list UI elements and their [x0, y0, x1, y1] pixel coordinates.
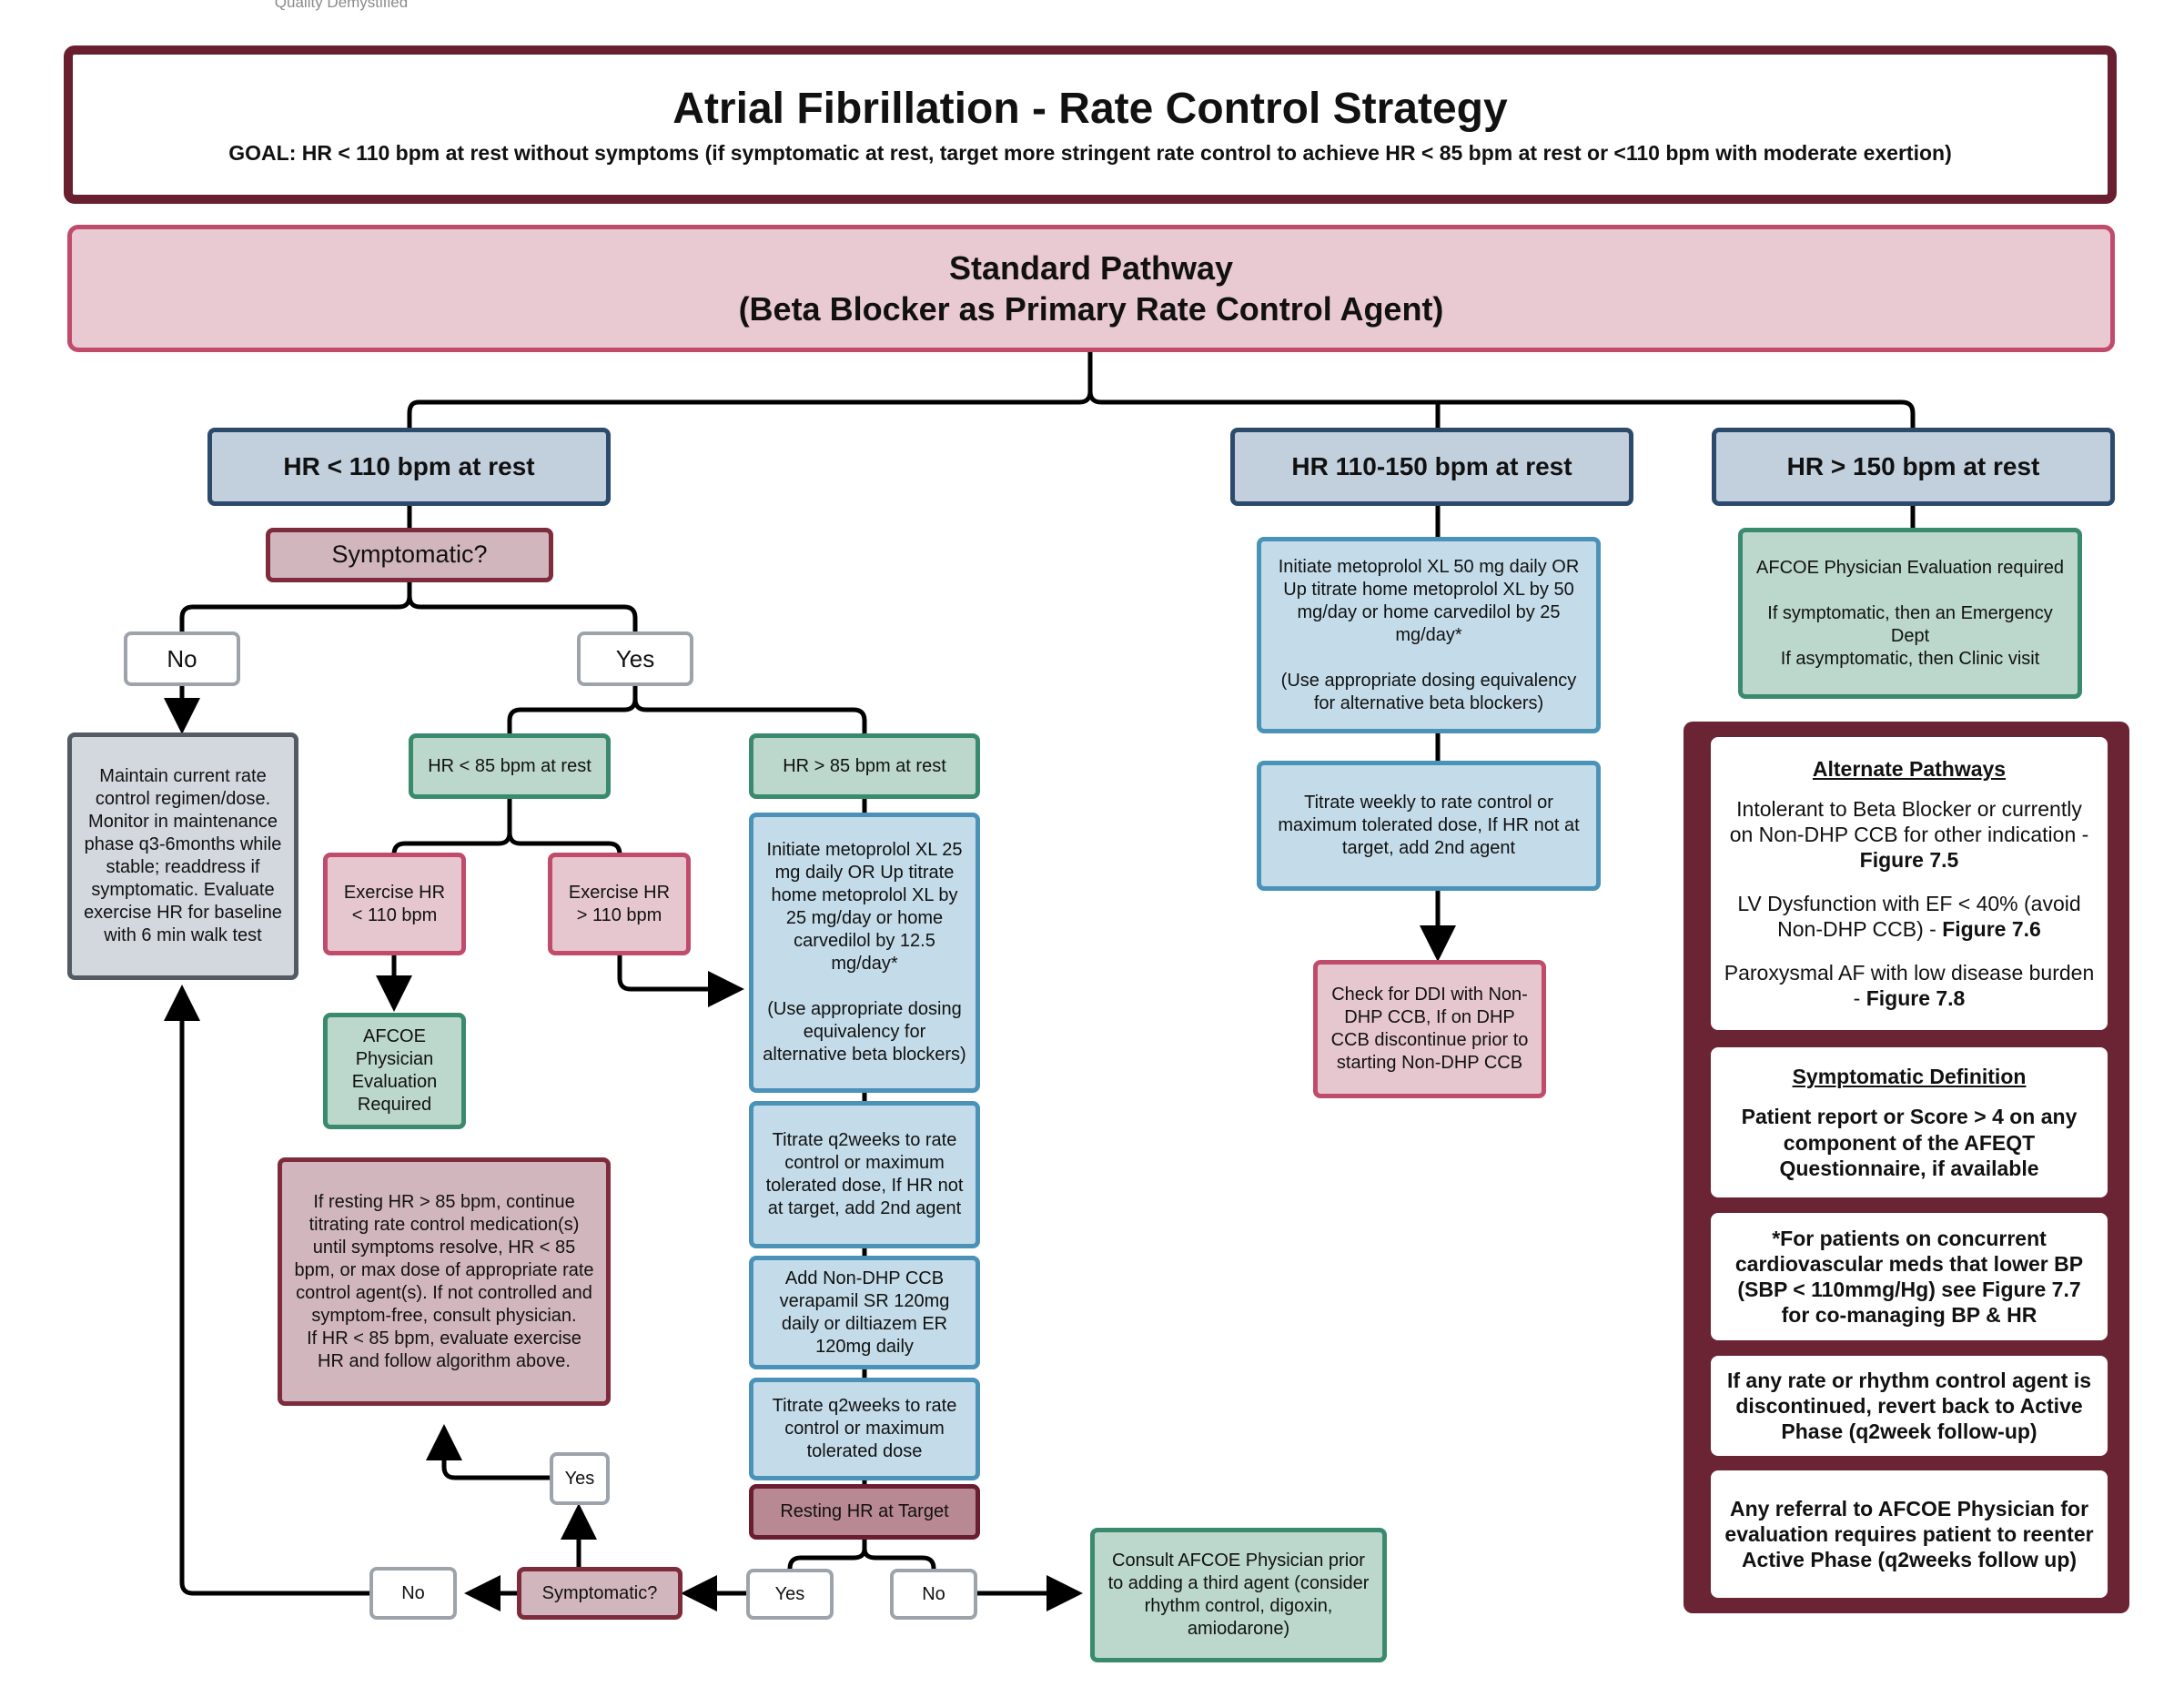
titrate-q2weeks-a-text: Titrate q2weeks to rate control or maxim… — [765, 1130, 964, 1218]
exercise-ge110-box: Exercise HR > 110 bpm — [548, 853, 691, 955]
standard-pathway-subtitle: (Beta Blocker as Primary Rate Control Ag… — [738, 290, 1444, 328]
symptomatic-bottom-label: Symptomatic? — [541, 1582, 658, 1603]
header-caption: Quality Demystified — [241, 0, 441, 11]
afcoe-required-label: AFCOE Physician Evaluation Required — [351, 1026, 438, 1115]
connector-standard-to-right — [1087, 390, 1916, 428]
check-ddi-text: Check for DDI with Non-DHP CCB, If on DH… — [1330, 985, 1529, 1073]
check-ddi-box: Check for DDI with Non-DHP CCB, If on DH… — [1313, 960, 1546, 1098]
branch-header-lt110-label: HR < 110 bpm at rest — [283, 452, 535, 480]
answer-no-left: No — [369, 1567, 457, 1620]
answer-no-left-label: No — [401, 1582, 425, 1603]
note-referral-text: Any referral to AFCOE Physician for eval… — [1724, 1496, 2094, 1572]
afcoe-evaluation-box: AFCOE Physician Evaluation required If s… — [1738, 528, 2082, 699]
symptomatic-bottom-decision: Symptomatic? — [517, 1567, 682, 1620]
titrate-q2weeks-a-box: Titrate q2weeks to rate control or maxim… — [749, 1101, 980, 1248]
alternate-pathway-2: LV Dysfunction with EF < 40% (avoid Non-… — [1724, 891, 2095, 942]
if-resting-box: If resting HR > 85 bpm, continue titrati… — [278, 1157, 611, 1406]
resting-target-label: Resting HR at Target — [780, 1501, 949, 1521]
branch-header-110-150-label: HR 110-150 bpm at rest — [1291, 452, 1572, 480]
alternate-pathway-3-figure: Figure 7.8 — [1866, 986, 1966, 1011]
answer-no-bottom-label: No — [922, 1583, 945, 1604]
if-resting-text: If resting HR > 85 bpm, continue titrati… — [294, 1191, 594, 1371]
page-title: Atrial Fibrillation - Rate Control Strat… — [672, 85, 1508, 133]
hr-ge85-box: HR > 85 bpm at rest — [749, 733, 980, 799]
exercise-lt110-box: Exercise HR < 110 bpm — [323, 853, 466, 955]
answer-yes-up: Yes — [550, 1452, 610, 1505]
maintain-regimen-box: Maintain current rate control regimen/do… — [67, 732, 298, 980]
symptomatic-decision-label: Symptomatic? — [331, 540, 488, 569]
exercise-lt110-label: Exercise HR < 110 bpm — [343, 882, 446, 925]
titrate-q2weeks-b-text: Titrate q2weeks to rate control or maxim… — [772, 1396, 957, 1461]
alternate-pathway-1: Intolerant to Beta Blocker or currently … — [1724, 796, 2095, 873]
branch-header-lt110: HR < 110 bpm at rest — [207, 428, 611, 506]
alternate-pathway-3-text: Paroxysmal AF with low disease burden - — [1724, 961, 2095, 1011]
answer-yes-bottom: Yes — [746, 1569, 834, 1620]
symptomatic-definition-text: Patient report or Score > 4 on any compo… — [1741, 1105, 2078, 1180]
answer-no: No — [124, 631, 240, 686]
symptomatic-decision: Symptomatic? — [266, 528, 553, 582]
note-revert-text: If any rate or rhythm control agent is d… — [1726, 1368, 2092, 1444]
alternate-pathway-3: Paroxysmal AF with low disease burden - … — [1724, 960, 2095, 1011]
symptomatic-definition-card: Symptomatic Definition Patient report or… — [1711, 1047, 2108, 1197]
answer-yes: Yes — [577, 631, 693, 686]
answer-yes-bottom-label: Yes — [774, 1583, 805, 1604]
afcoe-required-box: AFCOE Physician Evaluation Required — [323, 1013, 466, 1129]
note-bp-card: *For patients on concurrent cardiovascul… — [1711, 1213, 2108, 1340]
branch-header-gt150-label: HR > 150 bpm at rest — [1786, 452, 2040, 480]
answer-no-label: No — [167, 644, 197, 672]
consult-third-agent-box: Consult AFCOE Physician prior to adding … — [1090, 1528, 1387, 1662]
maintain-regimen-text: Maintain current rate control regimen/do… — [84, 766, 282, 945]
symptomatic-definition-title: Symptomatic Definition — [1792, 1065, 2027, 1089]
exercise-ge110-label: Exercise HR > 110 bpm — [568, 882, 671, 925]
hr-lt85-label: HR < 85 bpm at rest — [428, 755, 592, 776]
consult-third-agent-text: Consult AFCOE Physician prior to adding … — [1107, 1551, 1370, 1639]
note-bp-text: *For patients on concurrent cardiovascul… — [1734, 1226, 2084, 1328]
connector-standard-to-branches — [407, 350, 1093, 428]
alternate-pathways-card: Alternate Pathways Intolerant to Beta Bl… — [1711, 737, 2108, 1030]
side-panel: Alternate Pathways Intolerant to Beta Bl… — [1684, 722, 2129, 1613]
initiate-50mg-box: Initiate metoprolol XL 50 mg daily OR Up… — [1257, 537, 1601, 733]
titrate-weekly-text: Titrate weekly to rate control or maximu… — [1278, 793, 1580, 858]
branch-header-110-150: HR 110-150 bpm at rest — [1230, 428, 1633, 506]
alternate-pathway-2-figure: Figure 7.6 — [1942, 917, 2041, 942]
title-block: Atrial Fibrillation - Rate Control Strat… — [64, 45, 2117, 204]
note-referral-card: Any referral to AFCOE Physician for eval… — [1711, 1470, 2108, 1598]
alternate-pathway-1-text: Intolerant to Beta Blocker or currently … — [1729, 796, 2089, 846]
note-revert-card: If any rate or rhythm control agent is d… — [1711, 1356, 2108, 1456]
add-ccb-text: Add Non-DHP CCB verapamil SR 120mg daily… — [779, 1268, 950, 1357]
initiate-25mg-text: Initiate metoprolol XL 25 mg daily OR Up… — [763, 840, 966, 1065]
goal-text: GOAL: HR < 110 bpm at rest without sympt… — [228, 141, 1952, 165]
answer-no-bottom: No — [890, 1569, 977, 1620]
hr-ge85-label: HR > 85 bpm at rest — [783, 755, 946, 776]
branch-header-gt150: HR > 150 bpm at rest — [1712, 428, 2115, 506]
answer-yes-up-label: Yes — [564, 1468, 595, 1489]
add-ccb-box: Add Non-DHP CCB verapamil SR 120mg daily… — [749, 1256, 980, 1369]
alternate-pathway-2-text: LV Dysfunction with EF < 40% (avoid Non-… — [1737, 892, 2081, 942]
titrate-q2weeks-b-box: Titrate q2weeks to rate control or maxim… — [749, 1378, 980, 1480]
answer-yes-label: Yes — [615, 644, 655, 672]
header-caption-text: Quality Demystified — [274, 0, 409, 11]
initiate-25mg-box: Initiate metoprolol XL 25 mg daily OR Up… — [749, 813, 980, 1093]
titrate-weekly-box: Titrate weekly to rate control or maximu… — [1257, 761, 1601, 891]
standard-pathway-box: Standard Pathway (Beta Blocker as Primar… — [67, 225, 2115, 352]
afcoe-evaluation-text: AFCOE Physician Evaluation required If s… — [1756, 557, 2064, 669]
hr-lt85-box: HR < 85 bpm at rest — [409, 733, 611, 799]
initiate-50mg-text: Initiate metoprolol XL 50 mg daily OR Up… — [1278, 556, 1580, 713]
alternate-pathways-title: Alternate Pathways — [1812, 756, 2007, 781]
alternate-pathway-1-figure: Figure 7.5 — [1859, 847, 1959, 872]
resting-target-box: Resting HR at Target — [749, 1484, 980, 1540]
standard-pathway-title: Standard Pathway — [948, 249, 1234, 287]
